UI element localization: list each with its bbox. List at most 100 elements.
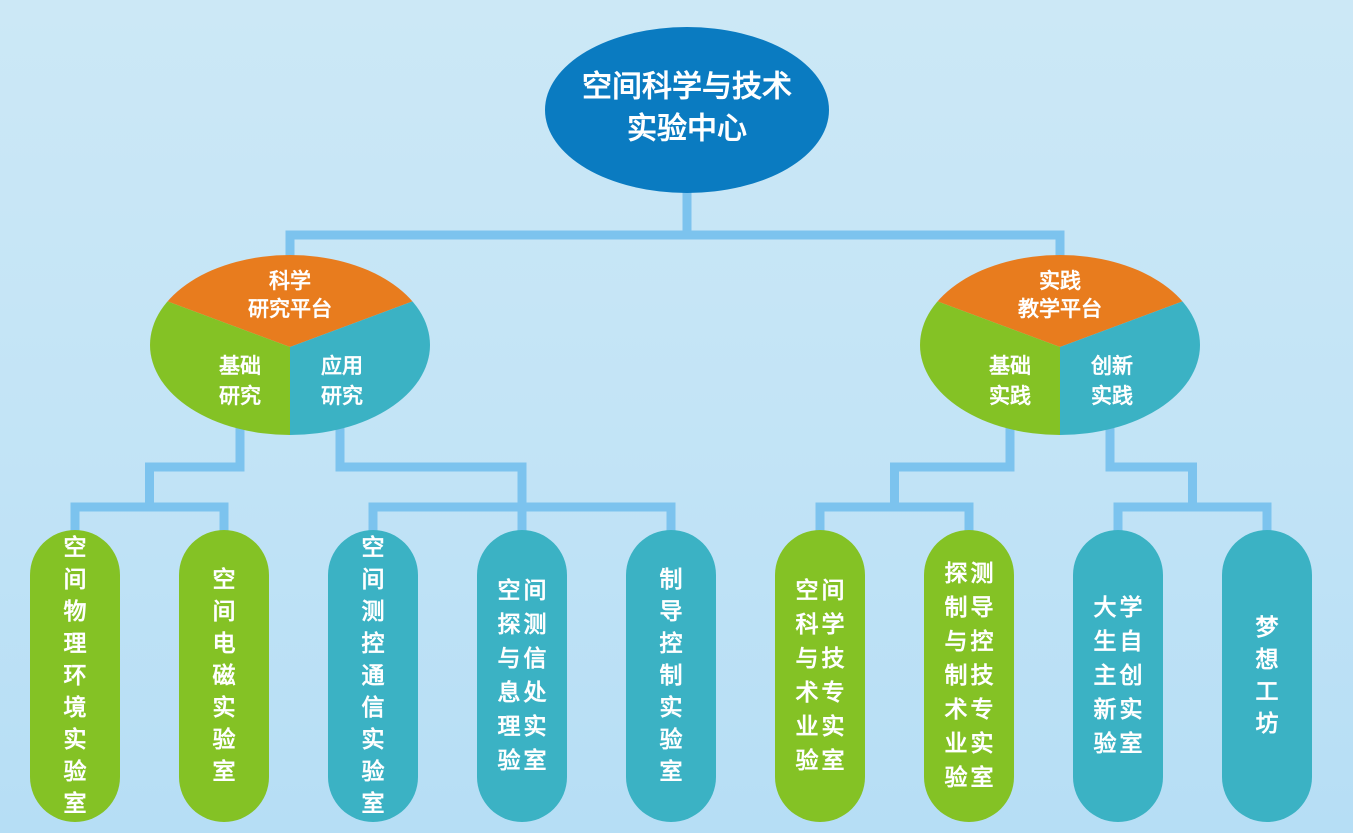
lab-label-char: 空: [362, 534, 385, 561]
platform-top-sector: [920, 255, 1200, 347]
lab-label-char: 理: [498, 714, 521, 740]
lab-label-char: 与: [945, 629, 968, 655]
lab-label-char: 专: [822, 679, 845, 706]
lab-label-char: 术: [945, 697, 968, 723]
lab-label-char: 导: [660, 599, 683, 625]
lab-label-char: 间: [524, 578, 547, 604]
lab-label-char: 息: [498, 679, 521, 706]
lab-label-char: 技: [822, 646, 846, 672]
lab-label-char: 电: [213, 631, 236, 657]
lab-pill: [328, 530, 418, 822]
lab-label-char: 实: [822, 713, 845, 740]
platform-left-label-line: 基础: [989, 354, 1031, 378]
lab-label-char: 室: [1120, 730, 1143, 757]
lab-label-char: 探: [945, 561, 968, 587]
lab-label-char: 与: [498, 646, 521, 672]
platform-title-line: 实践: [1039, 269, 1081, 293]
lab-label-char: 制: [660, 663, 683, 689]
lab-label-char: 室: [822, 747, 845, 774]
lab-label-char: 技: [971, 663, 995, 689]
root-title-line: 空间科学与技术: [582, 70, 792, 105]
lab-label-char: 室: [362, 790, 385, 817]
lab-label-char: 测: [524, 612, 547, 638]
lab-label-char: 通: [362, 663, 385, 689]
lab-label-char: 验: [498, 747, 521, 774]
lab-label-char: 制: [945, 595, 968, 621]
lab-label-char: 科: [796, 612, 819, 638]
lab-label-char: 实: [213, 694, 236, 721]
lab-label-char: 实: [362, 726, 385, 753]
lab-label-char: 学: [822, 611, 845, 638]
lab-label-char: 控: [362, 630, 385, 657]
platform-left-label-line: 研究: [219, 384, 261, 408]
lab-pill: [179, 530, 269, 822]
platform-right-label-line: 应用: [321, 354, 363, 378]
lab-pill: [775, 530, 865, 822]
lab-label: 探测制导与控制技术专业实验室: [945, 561, 995, 791]
lab-label-char: 探: [498, 612, 521, 638]
lab-label-char: 实: [1120, 696, 1143, 723]
lab-label-char: 新: [1094, 696, 1117, 723]
lab-label-char: 处: [523, 680, 547, 706]
lab-label: 空间探测与信息处理实验室: [498, 577, 547, 774]
platform-right-label-line: 研究: [321, 384, 363, 408]
root-title-line: 实验中心: [627, 112, 747, 147]
lab-label-char: 实: [64, 726, 87, 753]
platform-left-label-line: 基础: [219, 354, 261, 378]
lab-label-char: 验: [362, 758, 385, 785]
platform-left-label-line: 实践: [989, 384, 1031, 408]
lab-label-char: 验: [796, 747, 819, 774]
lab-label-char: 学: [1120, 594, 1143, 621]
lab-label-char: 控: [971, 628, 994, 655]
lab-label-char: 空: [64, 534, 87, 561]
lab-label-char: 实: [660, 694, 683, 721]
platform-right-label-line: 创新: [1090, 354, 1133, 378]
lab-node: 探测制导与控制技术专业实验室: [924, 530, 1014, 822]
lab-label-char: 境: [64, 694, 87, 721]
lab-label-char: 磁: [213, 662, 236, 689]
lab-node: 空间探测与信息处理实验室: [477, 530, 567, 822]
lab-label-char: 间: [213, 599, 236, 625]
lab-label-char: 想: [1256, 647, 1279, 673]
lab-label-char: 控: [660, 630, 683, 657]
platform-right-label-line: 实践: [1091, 384, 1133, 408]
lab-label-char: 创: [1119, 663, 1143, 689]
root-node: [545, 27, 829, 193]
lab-node: 空间科学与技术专业实验室: [775, 530, 865, 822]
lab-label-char: 业: [945, 731, 968, 757]
lab-label-char: 空: [498, 577, 521, 604]
lab-pill: [30, 530, 120, 822]
lab-label-char: 室: [213, 758, 236, 785]
lab-label-char: 间: [64, 567, 87, 593]
lab-label-char: 实: [524, 713, 547, 740]
lab-label-char: 理: [64, 631, 87, 657]
lab-label-char: 生: [1094, 629, 1117, 655]
lab-pill: [924, 530, 1014, 822]
lab-label-char: 主: [1094, 663, 1117, 689]
lab-label: 空间科学与技术专业实验室: [796, 577, 846, 774]
lab-label-char: 自: [1120, 628, 1143, 655]
lab-label-char: 制: [945, 663, 968, 689]
lab-label-char: 物: [64, 598, 87, 625]
lab-label-char: 验: [213, 726, 236, 753]
platform-title-line: 教学平台: [1018, 297, 1102, 321]
lab-label-char: 信: [362, 694, 385, 721]
lab-label-char: 验: [64, 758, 87, 785]
lab-label-char: 验: [660, 726, 683, 753]
lab-label-char: 间: [822, 578, 845, 604]
